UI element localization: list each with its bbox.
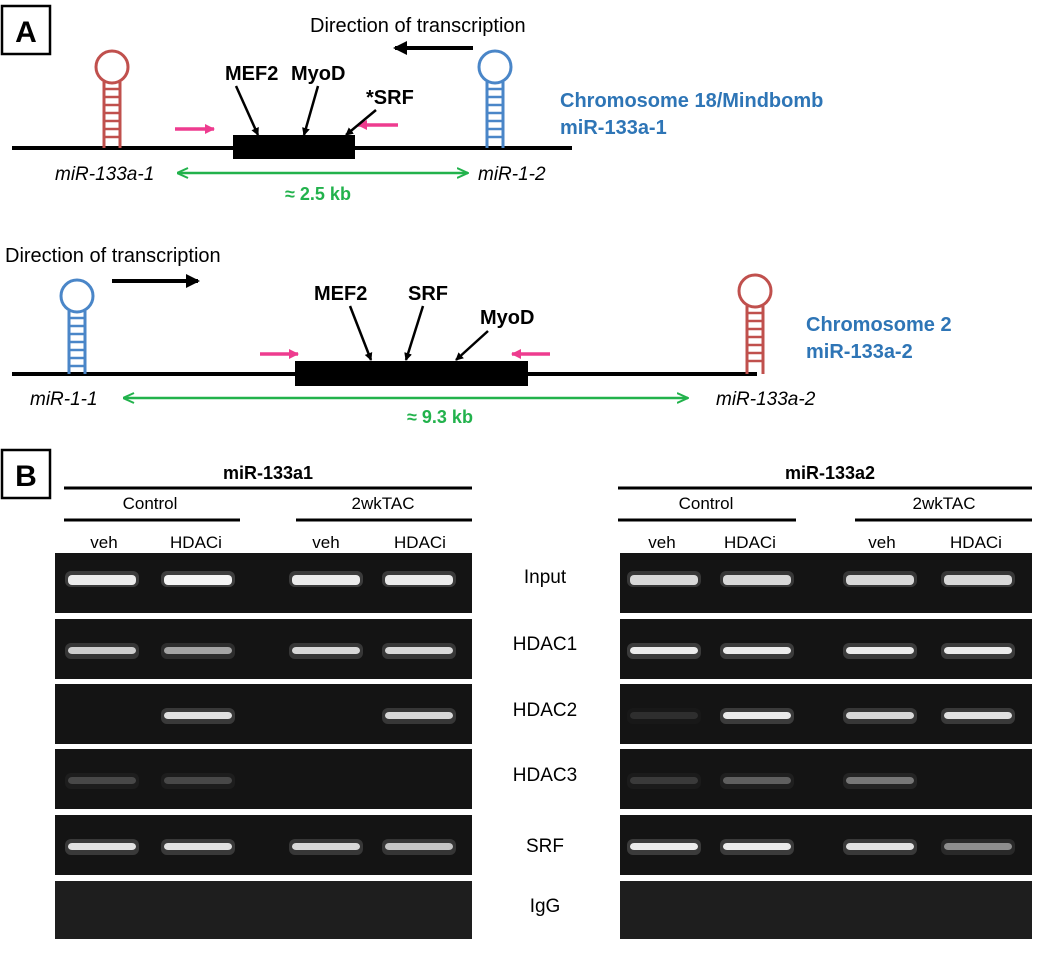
left-lane-1: veh [90,533,117,552]
right-lane-3: veh [868,533,895,552]
band [846,777,914,784]
left-gel-title: miR-133a1 [223,463,313,483]
band [68,843,136,850]
bottom-blue-hairpin-icon [59,278,95,374]
bottom-site-mef2: MEF2 [314,283,367,305]
right-group-tac: 2wkTAC [913,494,976,513]
bottom-red-hairpin-icon [737,273,773,374]
band [630,712,698,719]
bottom-chromosome-label: Chromosome 2 [806,314,952,336]
band [944,843,1012,850]
left-group-control: Control [123,494,178,513]
right-gel-hdac3-panel [620,749,1032,809]
panel-b-label: B [15,460,37,493]
top-red-hairpin-icon [94,49,130,148]
band [944,647,1012,654]
band [385,647,453,654]
band [944,575,1012,585]
band [846,575,914,585]
band [385,712,453,719]
top-promoter-box [233,135,355,159]
band-glow [65,773,139,789]
panel-a-label-box [0,4,52,56]
band [846,647,914,654]
top-gene-left: miR-133a-1 [55,164,154,185]
band [723,575,791,585]
top-blue-hairpin-icon [477,49,513,148]
row-label-hdac1: HDAC1 [513,634,577,655]
bottom-cluster-label: miR-133a-2 [806,341,913,363]
band-glow [843,773,917,789]
top-locus: Direction of transcription [12,15,823,204]
band-glow [720,773,794,789]
bottom-locus: Direction of transcription [5,245,952,427]
row-label-hdac2: HDAC2 [513,700,577,721]
band [385,575,453,585]
right-lane-4: HDACi [950,533,1002,552]
top-gene-right: miR-1-2 [478,164,546,185]
row-label-igg: IgG [530,896,561,917]
top-site-myod: MyoD [291,63,345,85]
bottom-direction-label: Direction of transcription [5,245,221,267]
band [164,575,232,585]
top-site-mef2: MEF2 [225,63,278,85]
band [630,777,698,784]
band [630,575,698,585]
row-label-hdac3: HDAC3 [513,765,577,786]
band [630,647,698,654]
bottom-promoter-box [295,361,528,386]
band [723,843,791,850]
left-lane-4: HDACi [394,533,446,552]
right-gel-title: miR-133a2 [785,463,875,483]
band [68,777,136,784]
band [723,777,791,784]
band [292,843,360,850]
left-group-tac: 2wkTAC [352,494,415,513]
band-glow [161,773,235,789]
band [292,647,360,654]
band [846,843,914,850]
band [164,843,232,850]
bottom-site-myod: MyoD [480,307,534,329]
left-lane-3: veh [312,533,339,552]
top-cluster-label: miR-133a-1 [560,117,667,139]
right-lane-1: veh [648,533,675,552]
right-gel-igg-panel [620,881,1032,939]
left-gel-hdac3-panel [55,749,472,809]
row-label-srf: SRF [526,836,564,857]
bottom-gene-right: miR-133a-2 [716,389,816,410]
top-direction-label: Direction of transcription [310,15,526,37]
band [68,647,136,654]
band [68,575,136,585]
right-group-control: Control [679,494,734,513]
row-label-input: Input [524,567,567,588]
band [723,647,791,654]
left-lane-2: HDACi [170,533,222,552]
band [630,843,698,850]
panel-a-label: A [15,16,37,49]
bottom-gene-left: miR-1-1 [30,389,98,410]
bottom-distance-label: ≈ 9.3 kb [407,407,473,427]
band [292,575,360,585]
band [164,777,232,784]
left-gel-igg-panel [55,881,472,939]
band [164,647,232,654]
band [164,712,232,719]
bottom-site-srf: SRF [408,283,448,305]
band [723,712,791,719]
band [846,712,914,719]
panel-b-label-box [0,448,52,500]
right-lane-2: HDACi [724,533,776,552]
band [385,843,453,850]
top-chromosome-label: Chromosome 18/Mindbomb [560,90,823,112]
top-distance-label: ≈ 2.5 kb [285,184,351,204]
top-site-srf: *SRF [366,87,414,109]
band [944,712,1012,719]
